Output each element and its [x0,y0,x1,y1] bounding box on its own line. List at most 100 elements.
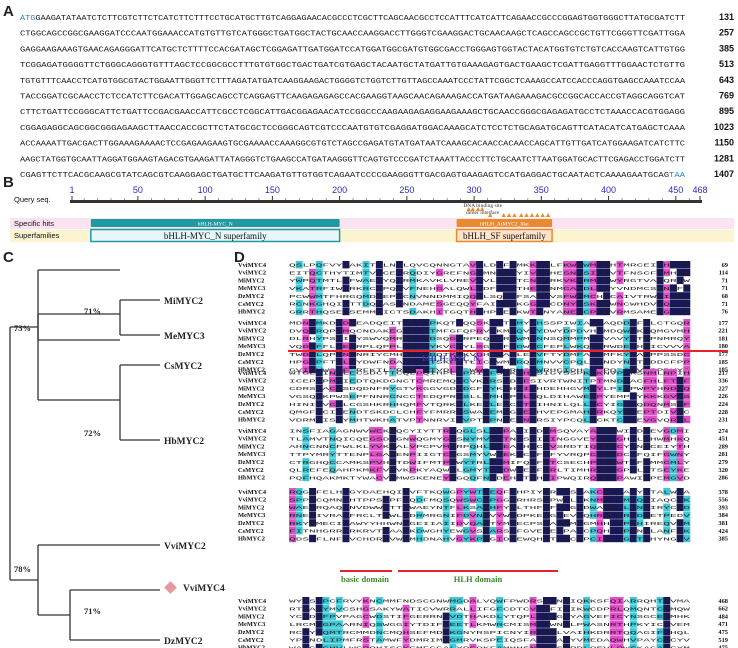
conservation-cell [629,597,637,605]
conservation-cell [362,612,370,620]
conservation-cell [583,307,591,316]
conservation-cell [643,503,651,511]
conservation-cell [402,511,410,519]
conservation-cell [683,400,691,408]
alignment-seq-name: VviMYC2 [238,497,266,504]
conservation-cell [462,434,470,443]
conservation-cell [342,276,350,284]
conservation-cell [609,434,617,443]
conservation-cell [563,488,570,496]
conservation-cell [616,400,624,408]
binding-site-triangle-icon [529,213,535,217]
alignment-end-position: 185 [718,359,728,366]
conservation-cell [449,604,457,613]
alignment-end-position: 279 [718,459,728,466]
conservation-cell [322,620,330,628]
tick-label: 50 [133,185,143,195]
conservation-cell [616,458,624,466]
conservation-cell [683,495,691,504]
conservation-cell [295,284,303,292]
conservation-cell [322,597,330,605]
conservation-cell [623,342,631,350]
conservation-cell [415,495,423,504]
conservation-cell [683,527,691,535]
conservation-cell [456,392,464,400]
sequence-line: AAGCTATGGTGCAATTAGGATGGAAGTAGACGTGAAGATT… [20,156,686,164]
conservation-cell [302,597,310,605]
conservation-cell [496,636,504,644]
sequence-text: TACCGGATCGCAACCTCTCCATCTTCGACATTGGAGCAGC… [20,94,686,102]
conservation-cell [596,334,604,342]
conservation-cell [623,503,631,511]
conservation-cell [656,307,664,316]
alignment-end-position: 471 [718,621,728,628]
conservation-cell [315,300,323,308]
conservation-cell [489,473,497,482]
conservation-cell [629,527,637,535]
conservation-cell [375,434,383,443]
conservation-cell [589,400,597,408]
tick-label: 300 [467,185,482,195]
conservation-cell [683,358,691,366]
superfamilies-label: Superfamilies [14,231,60,240]
conservation-cell [536,620,544,628]
conservation-cell [596,384,604,392]
conservation-cell [623,376,631,385]
conservation-cell [315,628,323,636]
conservation-cell [476,292,484,300]
conservation-cell [569,261,577,269]
conservation-cell [375,268,383,277]
alignment-residues: RCSYTQMTRCMMDNCMQHSEFMDHKGNYRSPICNYIRQDS… [289,630,690,636]
conservation-cell [542,261,550,269]
conservation-cell [496,597,504,605]
conservation-cell [409,434,417,443]
conservation-cell [362,604,370,613]
alignment-end-position: 519 [718,637,728,644]
conservation-cell [616,612,624,620]
conservation-cell [449,612,457,620]
conservation-cell [476,276,484,284]
sequence-text: CGAGTTCTTCACGCAAGCGTATCAGCGTCAAGGAGCTGAT… [20,172,669,180]
conservation-cell [569,276,577,284]
conservation-cell [536,636,544,644]
conservation-cell [529,442,537,450]
alignment-end-position: 217 [718,370,728,377]
conservation-cell [596,300,604,308]
conservation-cell [609,604,617,613]
conservation-cell [529,276,537,284]
conservation-cell [509,284,517,292]
conservation-cell [596,284,604,292]
conservation-cell [289,488,296,496]
conservation-cell [563,534,570,543]
conservation-cell [676,392,684,400]
conservation-cell [596,268,604,277]
conservation-cell [449,342,457,350]
alignment-end-position: 384 [718,512,728,519]
alignment-seq-name: MiMYC2 [238,504,264,511]
alignment-residues: RKYRMECIMAWYYHHWNQGEIIAIIDVQARTYMGECPSAA… [289,521,690,527]
conservation-cell [629,415,637,424]
conservation-cell [549,434,557,443]
conservation-cell [489,466,497,474]
conservation-cell [616,369,624,377]
conservation-cell [589,408,597,416]
conservation-cell [583,604,591,613]
sequence-position-number: 131 [719,12,734,22]
conservation-cell [429,342,437,350]
alignment-seq-name: CsMYC2 [238,637,264,644]
conservation-cell [589,292,597,300]
conservation-cell [415,342,423,350]
conservation-cell [589,511,597,519]
conservation-cell [342,519,350,527]
conservation-cell [596,369,604,377]
conservation-cell [563,620,570,628]
alignment-seq-name: DzMYC2 [238,351,264,358]
conservation-cell [449,427,457,435]
conservation-cell [442,612,450,620]
conservation-cell [442,488,450,496]
conservation-cell [529,466,537,474]
conservation-cell [616,276,624,284]
conservation-cell [563,292,570,300]
conservation-cell [596,350,604,358]
